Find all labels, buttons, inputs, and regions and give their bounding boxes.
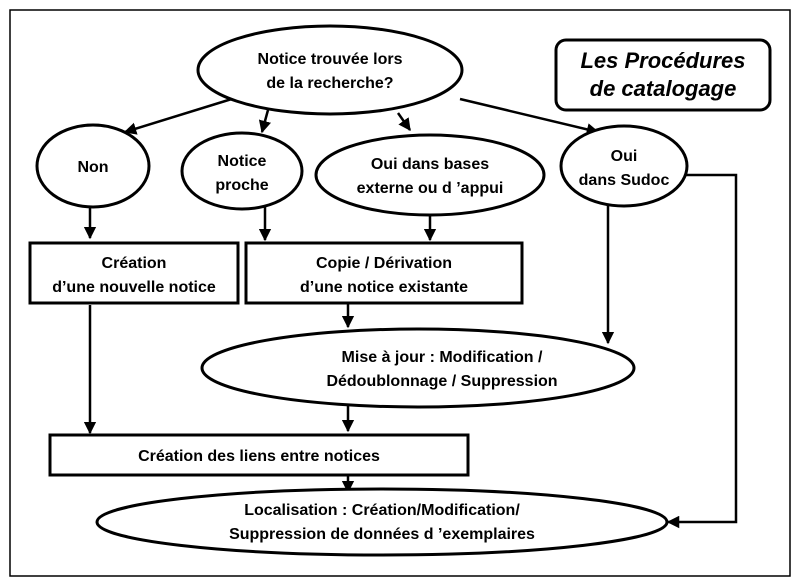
- node-miseajour-line-2: Dédoublonnage / Suppression: [326, 373, 557, 390]
- node-miseajour-line-1: Mise à jour : Modification /: [342, 349, 543, 366]
- outer-frame: [9, 9, 791, 577]
- node-question-ellipse: [196, 24, 464, 116]
- node-liens-line-1: Création des liens entre notices: [138, 448, 380, 465]
- node-externe-line-2: externe ou d ’appui: [357, 180, 504, 197]
- node-liens-box: [48, 433, 470, 477]
- title-box-frame: [554, 38, 772, 112]
- node-creation-line-1: Création: [102, 255, 167, 272]
- node-non-line-1: Non: [77, 159, 108, 176]
- edge-question-externe: [396, 112, 412, 132]
- title-line-2: de catalogage: [590, 76, 737, 101]
- title-box: Les Procédures de catalogage: [554, 38, 772, 112]
- edge-question-sudoc: [459, 97, 600, 136]
- node-localisation-line-1: Localisation : Création/Modification/: [244, 502, 520, 519]
- node-sudoc: Oui dans Sudoc: [559, 124, 689, 208]
- node-externe: Oui dans bases externe ou d ’appui: [314, 133, 546, 217]
- node-copie: Copie / Dérivation d’une notice existant…: [244, 241, 524, 305]
- node-non-ellipse: [35, 123, 151, 209]
- node-proche-line-1: Notice: [218, 153, 267, 170]
- edge-question-proche: [258, 109, 271, 134]
- node-non: Non: [35, 123, 151, 209]
- node-question-line-1: Notice trouvée lors: [258, 51, 403, 68]
- node-copie-line-1: Copie / Dérivation: [316, 255, 452, 272]
- node-proche-line-2: proche: [215, 177, 268, 194]
- node-sudoc-line-1: Oui: [611, 148, 638, 165]
- node-sudoc-line-2: dans Sudoc: [579, 172, 670, 189]
- node-proche: Notice proche: [180, 131, 304, 211]
- node-localisation-line-2: Suppression de données d ’exemplaires: [229, 526, 535, 543]
- node-proche-ellipse: [180, 131, 304, 211]
- node-copie-box: [244, 241, 524, 305]
- node-creation-line-2: d’une nouvelle notice: [52, 279, 216, 296]
- node-creation-box: [28, 241, 240, 305]
- node-localisation: Localisation : Création/Modification/ Su…: [95, 487, 669, 557]
- edge-question-non: [123, 96, 236, 135]
- edges: [83, 96, 738, 529]
- node-externe-ellipse: [314, 133, 546, 217]
- node-localisation-ellipse: [95, 487, 669, 557]
- node-externe-line-1: Oui dans bases: [371, 156, 489, 173]
- edge-sudoc-localisation: [666, 173, 738, 529]
- node-question-line-2: de la recherche?: [266, 75, 393, 92]
- title-line-1: Les Procédures: [580, 48, 745, 73]
- node-creation: Création d’une nouvelle notice: [28, 241, 240, 305]
- node-copie-line-2: d’une notice existante: [300, 279, 468, 296]
- node-miseajour: Mise à jour : Modification / Dédoublonna…: [200, 327, 636, 409]
- node-miseajour-ellipse: [200, 327, 636, 409]
- node-sudoc-ellipse: [559, 124, 689, 208]
- node-liens: Création des liens entre notices: [48, 433, 470, 477]
- node-question: Notice trouvée lors de la recherche?: [196, 24, 464, 116]
